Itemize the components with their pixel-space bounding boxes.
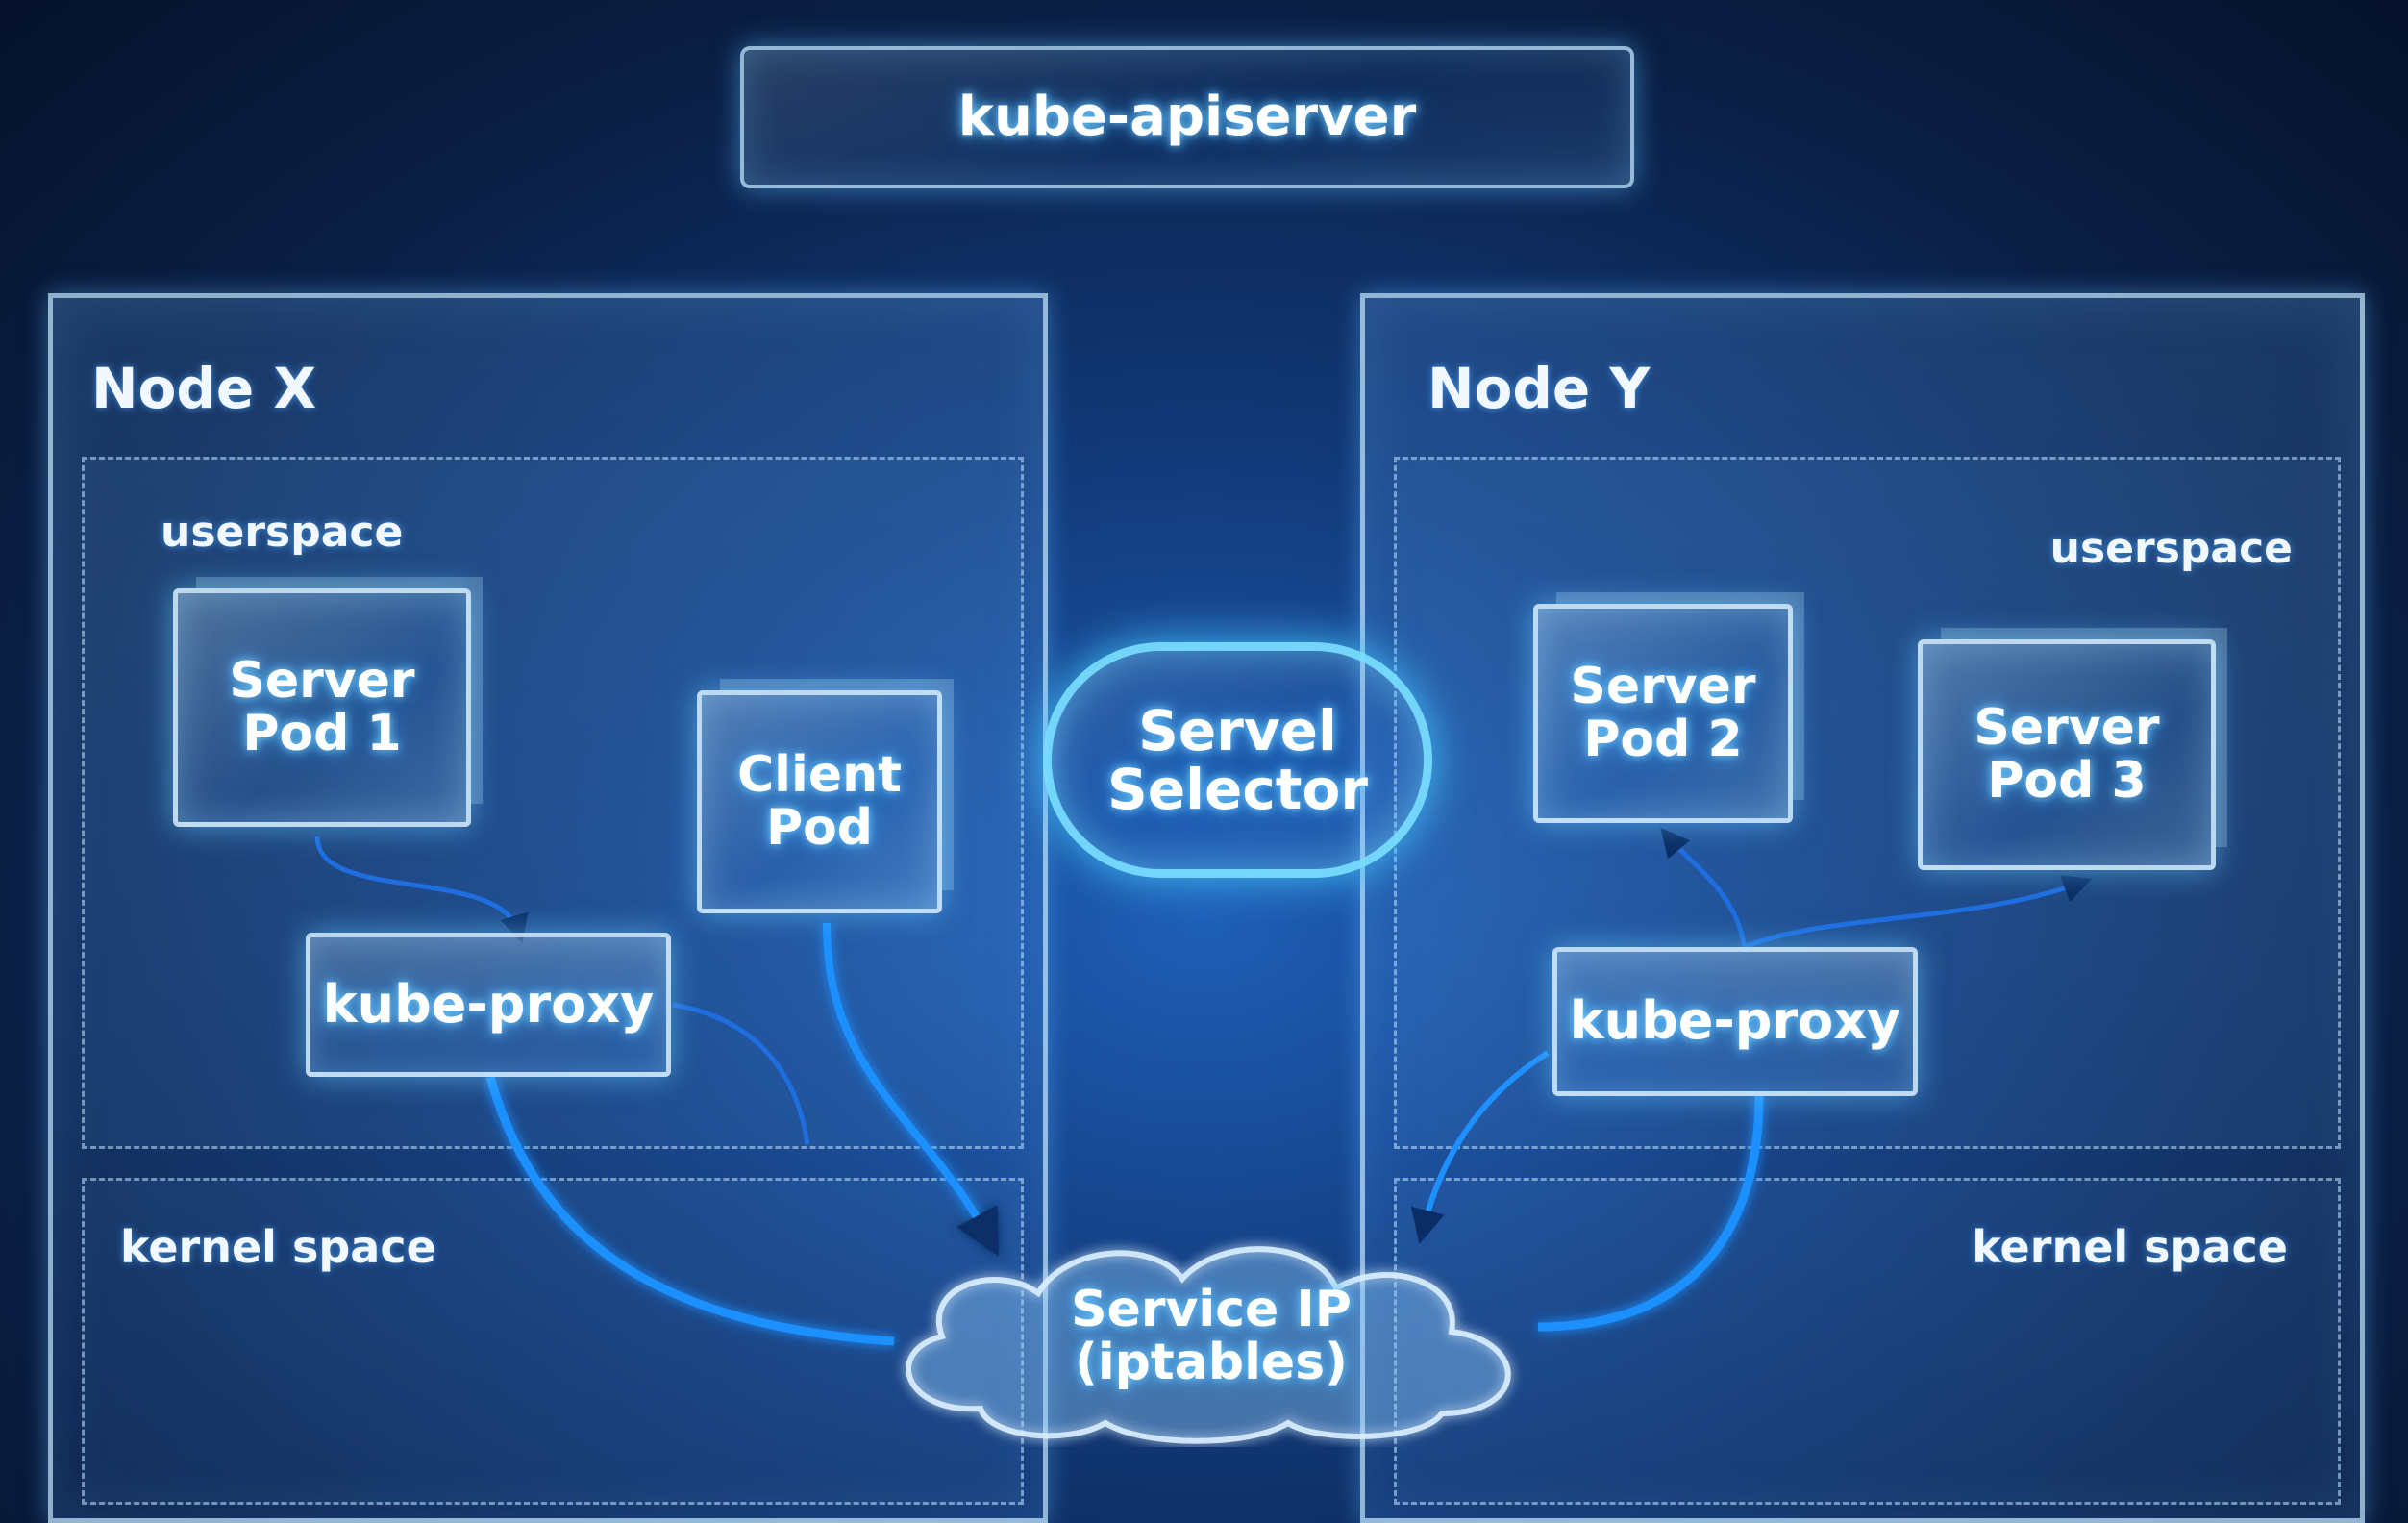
client-pod: Client Pod bbox=[697, 690, 942, 913]
server-pod-3-line1: Server bbox=[1974, 699, 2160, 758]
server-pod-3-line2: Pod 3 bbox=[1987, 752, 2147, 810]
kube-proxy-node-y: kube-proxy bbox=[1552, 947, 1918, 1096]
server-pod-2: Server Pod 2 bbox=[1533, 604, 1793, 823]
wire-pod1-to-proxy bbox=[314, 836, 529, 944]
server-pod-1-line2: Pod 1 bbox=[242, 705, 402, 762]
wire-proxy-y-to-pod3 bbox=[1744, 875, 2093, 950]
kube-proxy-node-x-label: kube-proxy bbox=[322, 973, 655, 1035]
server-pod-1: Server Pod 1 bbox=[173, 588, 471, 827]
server-pod-2-line2: Pod 2 bbox=[1583, 711, 1743, 768]
kube-apiserver-label: kube-apiserver bbox=[957, 85, 1417, 148]
wire-proxy-y-left bbox=[1410, 1050, 1550, 1244]
service-ip-cloud: Service IP (iptables) bbox=[865, 1226, 1557, 1447]
cloud-shape bbox=[906, 1246, 1511, 1444]
selector-line2: Selector bbox=[1107, 756, 1368, 822]
kube-apiserver-box: kube-apiserver bbox=[740, 46, 1634, 188]
wire-proxy-x-to-service bbox=[485, 1075, 895, 1346]
wire-proxy-y-to-pod2 bbox=[1660, 827, 1748, 953]
node-x-title: Node X bbox=[91, 356, 317, 421]
server-pod-2-line1: Server bbox=[1570, 658, 1756, 716]
node-y: Node Y userspace kernel space bbox=[1360, 293, 2365, 1523]
node-y-title: Node Y bbox=[1427, 356, 1651, 421]
server-pod-3: Server Pod 3 bbox=[1918, 639, 2216, 870]
client-pod-line2: Pod bbox=[765, 799, 874, 857]
client-pod-line1: Client bbox=[737, 746, 902, 805]
servel-selector: Servel Selector bbox=[1043, 642, 1432, 878]
wire-proxy-x-right bbox=[672, 1002, 810, 1145]
wire-client-to-service bbox=[823, 922, 1000, 1257]
service-ip-line2: (iptables) bbox=[1075, 1333, 1348, 1391]
service-ip-line1: Service IP bbox=[1071, 1281, 1352, 1338]
node-y-kernel-label: kernel space bbox=[1972, 1221, 2288, 1273]
node-y-kernel-zone bbox=[1394, 1178, 2341, 1505]
node-y-userspace-zone bbox=[1394, 457, 2341, 1149]
node-y-userspace-label: userspace bbox=[2049, 524, 2293, 573]
kube-proxy-node-x: kube-proxy bbox=[306, 933, 671, 1077]
node-x-userspace-zone bbox=[82, 457, 1024, 1149]
node-x-kernel-label: kernel space bbox=[120, 1221, 436, 1273]
kube-proxy-node-y-label: kube-proxy bbox=[1569, 990, 1901, 1052]
server-pod-1-line1: Server bbox=[229, 652, 415, 711]
wire-service-to-proxy-y bbox=[1537, 1095, 1764, 1332]
node-x-userspace-label: userspace bbox=[161, 508, 404, 557]
selector-line1: Servel bbox=[1138, 697, 1337, 763]
